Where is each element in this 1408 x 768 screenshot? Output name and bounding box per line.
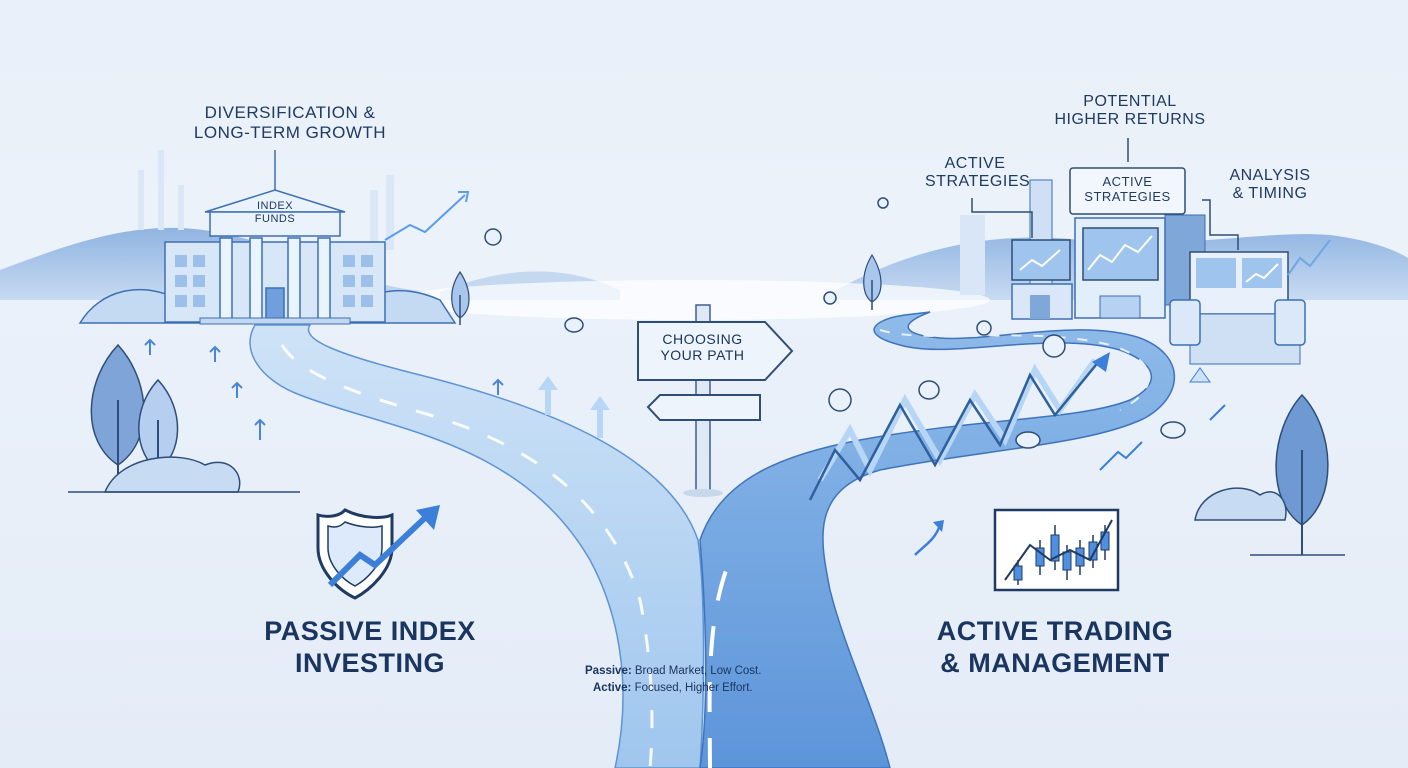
label-analysis-line2: & TIMING	[1232, 185, 1308, 203]
shield-growth-icon	[316, 505, 440, 600]
title-active: ACTIVE TRADING & MANAGEMENT	[915, 615, 1195, 680]
note-active-label: Active:	[593, 681, 632, 694]
comparison-note: Passive: Broad Market, Low Cost. Active:…	[585, 663, 825, 696]
label-board-line1: ACTIVE	[1102, 174, 1153, 189]
note-active: Active: Focused, Higher Effort.	[585, 680, 825, 697]
title-active-line2: & MANAGEMENT	[940, 648, 1170, 679]
tree-small-right	[863, 253, 882, 310]
title-passive-line2: INVESTING	[294, 648, 446, 679]
rising-bars-left	[138, 150, 394, 250]
label-potential-line2: HIGHER RETURNS	[1054, 111, 1206, 129]
growth-arrow-bank	[384, 194, 466, 241]
title-passive-line1: PASSIVE INDEX	[264, 616, 476, 646]
coins	[484, 197, 1186, 449]
label-diversification-line1: DIVERSIFICATION &	[204, 103, 376, 122]
label-diversification: DIVERSIFICATION & LONG-TERM GROWTH	[185, 103, 395, 142]
note-passive-text: Broad Market, Low Cost.	[634, 665, 762, 677]
road-right	[699, 311, 1176, 768]
note-passive: Passive: Broad Market, Low Cost.	[585, 663, 825, 680]
note-active-text: Focused, Higher Effort.	[634, 681, 753, 694]
up-arrows	[144, 338, 504, 440]
road-left-dashes	[280, 344, 654, 768]
zigzag-chart	[808, 359, 1101, 501]
active-strategies-board	[1069, 167, 1186, 215]
label-index-funds: INDEX FUNDS	[240, 200, 310, 225]
leader-lines-right	[971, 138, 1239, 250]
label-active-strategies-board: ACTIVE STRATEGIES	[1072, 174, 1183, 205]
label-diversification-line2: LONG-TERM GROWTH	[193, 122, 387, 142]
bank-building	[78, 150, 457, 325]
label-active-strategies-line2: STRATEGIES	[925, 173, 1031, 191]
label-potential-returns: POTENTIAL HIGHER RETURNS	[1040, 93, 1220, 130]
label-potential-line1: POTENTIAL	[1083, 93, 1177, 110]
label-active-strategies-line1: ACTIVE	[944, 155, 1006, 172]
label-active-strategies: ACTIVE STRATEGIES	[925, 155, 1031, 192]
signpost	[637, 304, 794, 497]
zigzag-chart-back	[817, 358, 1098, 482]
note-passive-label: Passive:	[585, 665, 632, 677]
trees-right	[1194, 393, 1345, 556]
label-analysis-timing: ANALYSIS & TIMING	[1215, 167, 1325, 204]
label-index-funds-line1: INDEX	[256, 200, 294, 212]
trees-left	[68, 343, 300, 493]
horizon-glow	[390, 280, 990, 320]
up-arrows-large	[538, 376, 610, 438]
office-buildings	[960, 179, 1331, 365]
label-index-funds-line2: FUNDS	[254, 212, 296, 225]
tree-small-left	[451, 270, 470, 325]
signpost-text: CHOOSING YOUR PATH	[640, 331, 765, 363]
title-active-line1: ACTIVE TRADING	[936, 616, 1174, 646]
signpost-line2: YOUR PATH	[660, 347, 745, 364]
road-right-dashes	[707, 559, 732, 768]
candlestick-chart-icon	[993, 508, 1120, 592]
title-passive: PASSIVE INDEX INVESTING	[235, 615, 505, 680]
label-board-line2: STRATEGIES	[1084, 188, 1171, 204]
signpost-line1: CHOOSING	[662, 331, 743, 347]
label-analysis-line1: ANALYSIS	[1229, 167, 1311, 184]
